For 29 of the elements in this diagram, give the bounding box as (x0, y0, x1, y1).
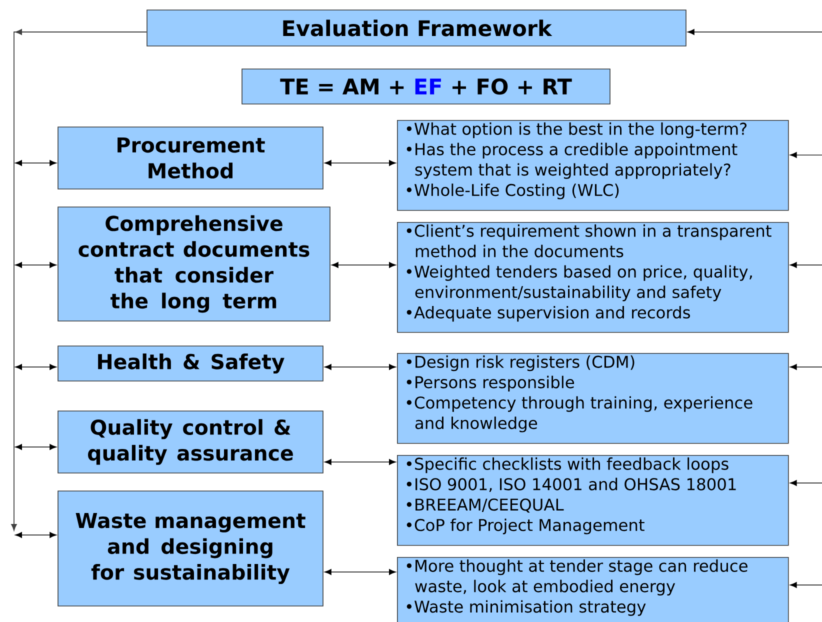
arrow (332, 262, 396, 268)
criteria-box: •Specific checklists with feedback loops •ISO 9001, ISO 14001 and OHSAS 18001 •BREEAM/CEEQUAL •CoP for Project Management (397, 455, 789, 546)
arrow (15, 364, 56, 370)
arrow (688, 29, 822, 35)
category-box: Procurement Method (58, 126, 324, 190)
category-box: Waste management and designing for sustainability (58, 490, 324, 606)
criteria-box: •More thought at tender stage can reduce waste, look at embodied energy •Waste minimisation strategy (397, 557, 789, 622)
arrow (15, 160, 56, 166)
category-box: Comprehensive contract documents that consider the long term (58, 206, 330, 322)
criteria-box: •Design risk registers (CDM) •Persons responsible •Competency through training, experience and knowledge (397, 353, 789, 444)
arrow (790, 262, 822, 268)
arrow (15, 262, 56, 268)
category-box: Quality control & quality assurance (58, 410, 324, 474)
category-box: Health & Safety (58, 346, 324, 382)
arrow (15, 532, 56, 538)
criteria-box: •What option is the best in the long-term? •Has the process a credible appointment system that is weighted appropriately? •Whole-Life Costing (WLC) (397, 120, 789, 211)
arrow (790, 152, 822, 158)
title-box: Evaluation Framework (146, 10, 686, 46)
arrow (11, 29, 148, 531)
arrow (324, 459, 396, 465)
arrow (790, 480, 822, 486)
formula-box: TE = AM + EF + FO + RT (242, 68, 610, 104)
arrow (790, 364, 822, 370)
arrow (324, 160, 396, 166)
arrow (324, 364, 396, 370)
arrow (15, 444, 56, 450)
arrow (324, 569, 396, 575)
criteria-box: •Client’s requirement shown in a transparent method in the documents •Weighted tenders based on price, quality, environment/sustainability and safety •Adequate supervision and records (397, 222, 789, 333)
arrow (790, 582, 822, 588)
